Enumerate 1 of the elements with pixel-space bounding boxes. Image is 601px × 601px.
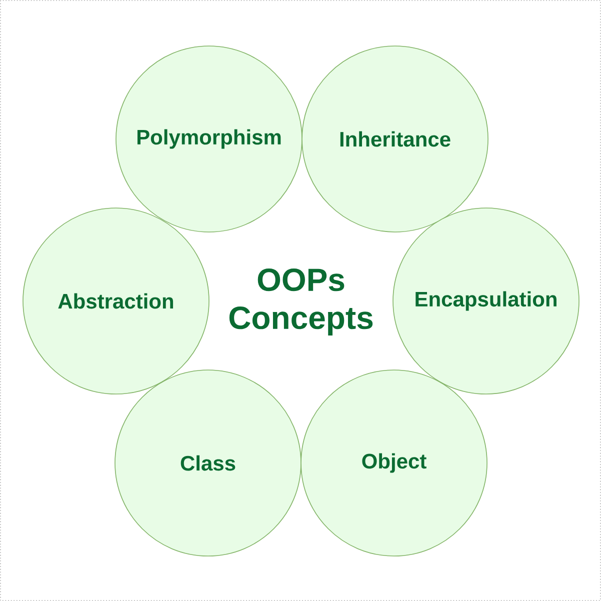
center-title: OOPs Concepts: [229, 268, 373, 336]
